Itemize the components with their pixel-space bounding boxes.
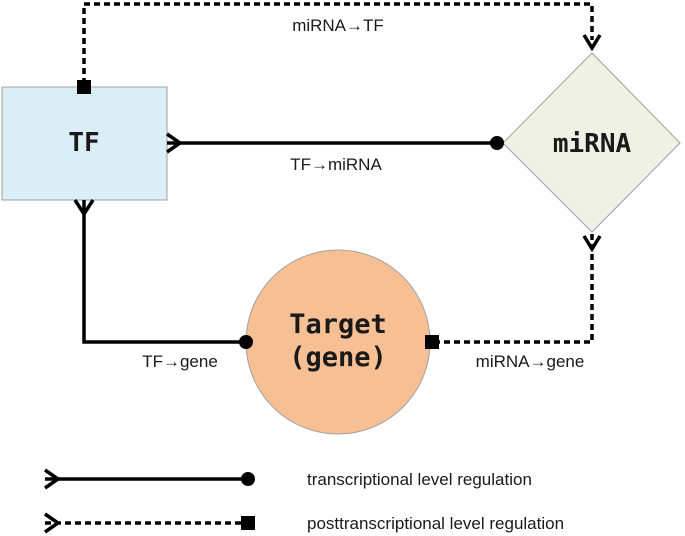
edge-mirna-to-tf-end-square [77,80,91,94]
edge-label-mirna-to-gene: miRNA→gene [476,352,585,371]
tf-node-label: TF [68,128,99,158]
mirna-node-label: miRNA [553,129,632,159]
edge-label-tf-to-mirna: TF→miRNA [290,155,382,174]
tf-node [1,86,168,201]
legend: transcriptional level regulation posttra… [44,468,564,534]
legend-transcriptional-line [44,468,255,490]
edge-mirna-to-tf [77,2,602,94]
legend-posttranscriptional-label: posttranscriptional level regulation [307,514,564,533]
edge-mirna-to-gene-source-arrow [582,235,602,253]
edge-tf-to-mirna [166,132,504,154]
edge-label-tf-to-gene: TF→gene [142,352,218,371]
legend-transcriptional-label: transcriptional level regulation [307,470,532,489]
legend-posttranscriptional-line [44,512,255,534]
target-node-label-line2: (gene) [289,342,387,373]
edge-mirna-to-gene [425,234,602,349]
edge-tf-to-gene-source-arrow [73,199,95,218]
edge-tf-to-gene-end-dot [239,335,253,349]
target-node-label-line1: Target [289,309,387,340]
legend-posttranscriptional-arrow [44,512,62,534]
legend-posttranscriptional-square [241,516,255,530]
edge-mirna-to-tf-source-arrow [582,34,602,52]
mirna-node [502,52,681,233]
legend-transcriptional-dot [241,472,255,486]
legend-transcriptional-arrow [44,468,62,490]
edge-tf-to-mirna-source-arrow [166,132,184,154]
edge-tf-to-mirna-end-dot [490,136,504,150]
edge-tf-to-gene [73,199,253,349]
edge-mirna-to-gene-end-square [425,335,439,349]
edge-label-mirna-to-tf: miRNA→TF [292,16,384,35]
